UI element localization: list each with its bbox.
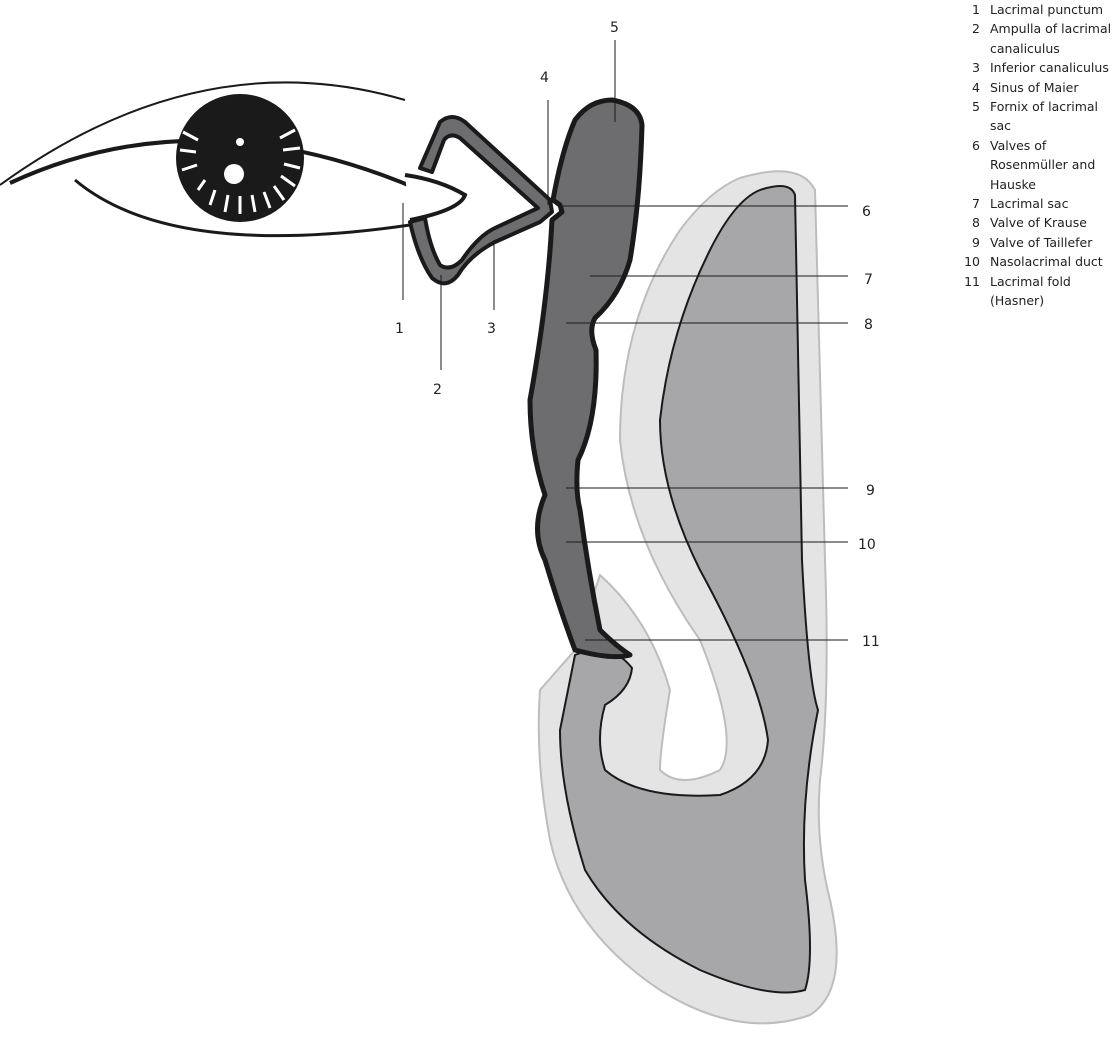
label-9: 9: [866, 483, 875, 499]
eye-highlight-small: [236, 138, 244, 146]
label-4: 4: [540, 70, 549, 86]
iris-striations: [179, 128, 301, 214]
label-10: 10: [858, 537, 876, 553]
lower-eyelid: [74, 178, 411, 238]
canaliculi: [408, 115, 554, 286]
upper-eyelid: [0, 81, 406, 186]
nasal-mucosa: [558, 185, 820, 994]
label-8: 8: [864, 317, 873, 333]
label-5: 5: [610, 20, 619, 36]
leader-lines: [402, 40, 848, 641]
lacrimal-sac: [527, 97, 645, 660]
label-7: 7: [864, 272, 873, 288]
eye-highlight-large: [224, 164, 244, 184]
caruncle: [404, 173, 468, 222]
label-6: 6: [862, 204, 871, 220]
label-3: 3: [487, 321, 496, 337]
label-2: 2: [433, 382, 442, 398]
iris: [176, 94, 304, 222]
label-11: 11: [862, 634, 880, 650]
label-1: 1: [395, 321, 404, 337]
